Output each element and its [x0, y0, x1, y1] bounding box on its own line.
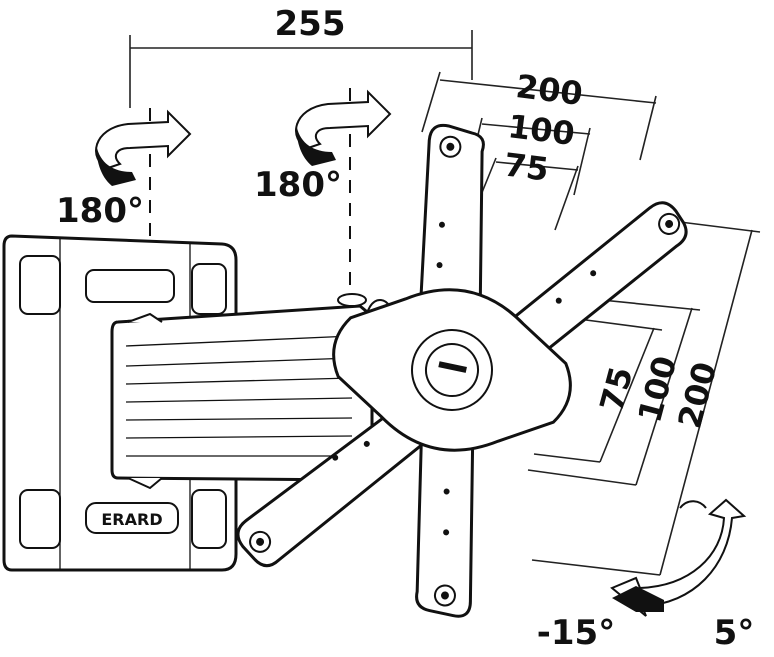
head-rotation-label: 180°: [254, 165, 342, 205]
wall-rotation-arrow-icon: [95, 109, 192, 186]
vesa-width-dimensions: 200 100 75: [421, 67, 657, 231]
vesa-width-200-label: 200: [514, 67, 585, 113]
brand-label: ERARD: [101, 510, 162, 529]
brand-badge: [85, 502, 179, 534]
arm-extension-label: 255: [275, 4, 346, 44]
vesa-width-75-label: 75: [502, 146, 551, 189]
vesa-width-100-label: 100: [506, 107, 577, 153]
tilt-arrow-icon: [610, 498, 747, 617]
wall-rotation-label: 180°: [56, 191, 144, 231]
tilt-backward-label: 5°: [714, 613, 755, 653]
vesa-bracket: [236, 123, 688, 618]
tilt-forward-label: -15°: [537, 613, 615, 653]
head-rotation-arrow-icon: [295, 89, 392, 166]
arm-extension-dimension: 255: [129, 4, 473, 108]
